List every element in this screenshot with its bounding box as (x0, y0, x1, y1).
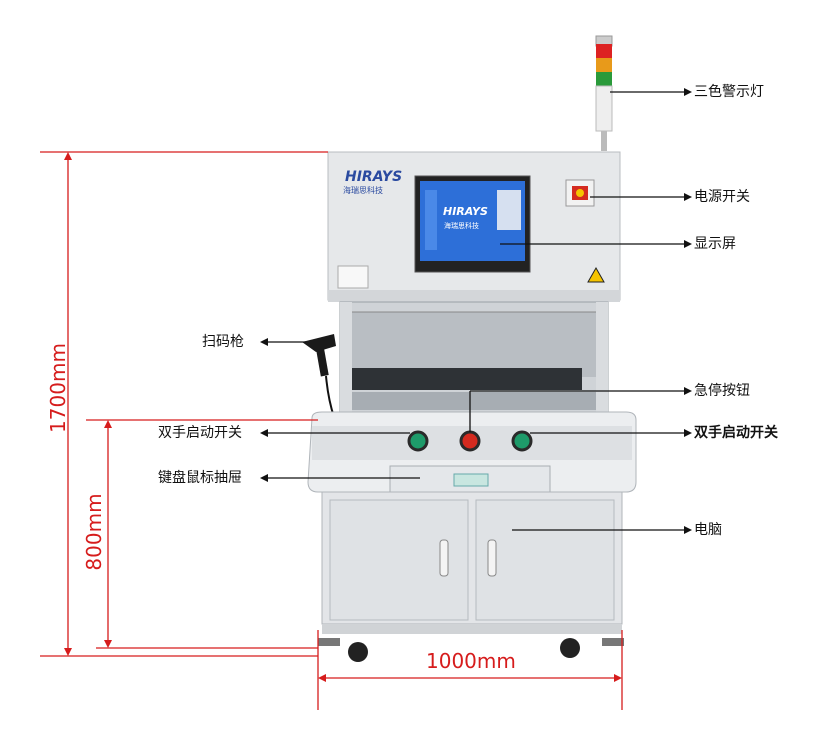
power-switch (565, 179, 595, 207)
two-hand-button-right (511, 430, 533, 452)
svg-text:海瑞思科技: 海瑞思科技 (444, 221, 479, 230)
label-drawer: 键盘鼠标抽屉 (158, 470, 242, 486)
estop-button (459, 430, 481, 452)
dimension-lower-height: 800mm (82, 493, 106, 571)
label-display: 显示屏 (694, 236, 736, 252)
label-computer: 电脑 (694, 522, 722, 538)
svg-text:HIRAYS: HIRAYS (443, 205, 488, 218)
label-estop: 急停按钮 (694, 383, 750, 399)
two-hand-button-left (407, 430, 429, 452)
dimension-total-height: 1700mm (46, 343, 70, 433)
brand-logo-text: HIRAYS (345, 169, 402, 185)
label-scanner: 扫码枪 (202, 334, 244, 350)
brand-company-text: 海瑞思科技 (343, 185, 383, 195)
dimension-width: 1000mm (426, 649, 516, 673)
label-two-hand-right: 双手启动开关 (694, 425, 778, 441)
label-power-switch: 电源开关 (694, 189, 750, 205)
tower-light (595, 35, 613, 151)
label-two-hand-left: 双手启动开关 (158, 425, 242, 441)
label-tower-light: 三色警示灯 (694, 84, 764, 100)
brand-logo: HIRAYS 海瑞思科技 (343, 169, 402, 195)
